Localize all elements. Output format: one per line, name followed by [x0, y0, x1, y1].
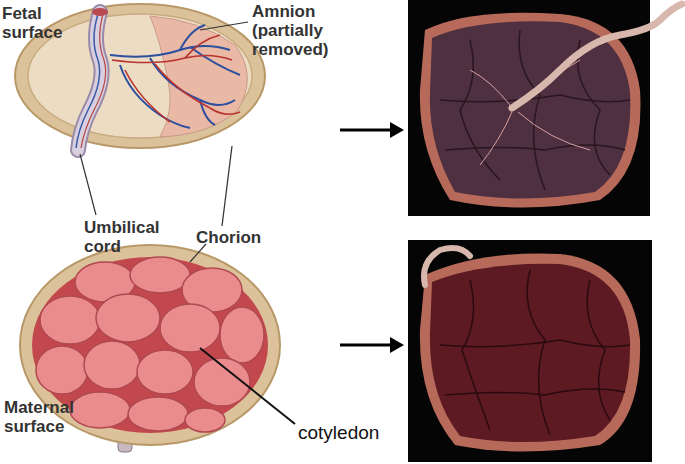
fetal-surface-photo	[408, 0, 682, 216]
part-label: Umbilical cord	[84, 218, 196, 256]
part-label: Maternal surface	[4, 398, 94, 436]
arrow	[340, 122, 404, 353]
leader-lines	[80, 22, 295, 424]
part-label: Fetal surface	[2, 4, 74, 42]
part-label: Amnion (partially removed)	[252, 2, 356, 59]
callout-label: cotyledon	[298, 422, 418, 444]
maternal-surface-photo	[408, 240, 652, 462]
part-label: Chorion	[196, 228, 286, 247]
